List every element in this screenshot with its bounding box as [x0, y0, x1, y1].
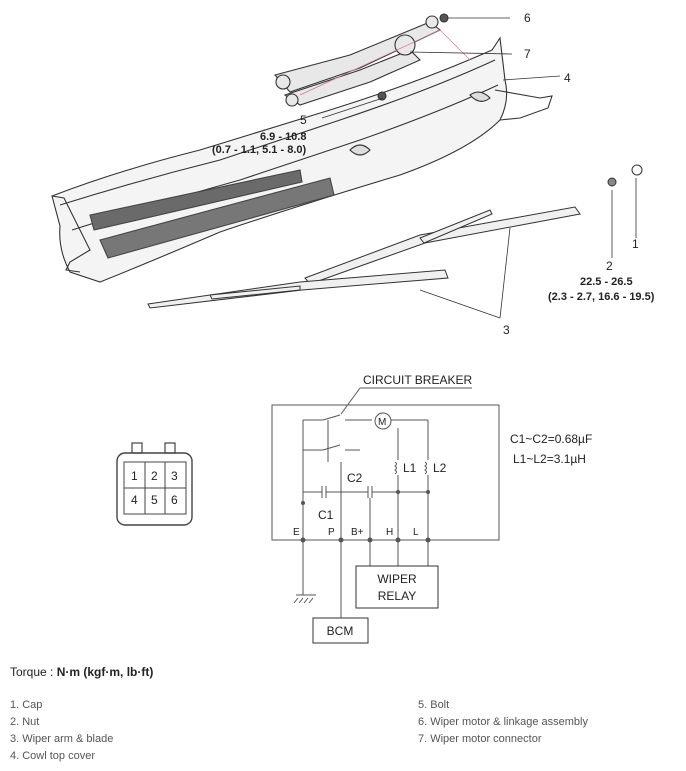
cowl-top-cover — [51, 36, 553, 283]
callout-1: 1 — [632, 237, 639, 251]
inductance-spec: L1~L2=3.1µH — [513, 452, 586, 466]
parts-legend-left: 1. Cap 2. Nut 3. Wiper arm & blade 4. Co… — [10, 697, 113, 765]
wiper-relay-label-2: RELAY — [378, 589, 416, 603]
callout-6: 6 — [524, 11, 531, 25]
legend-item: 4. Cowl top cover — [10, 750, 95, 762]
wiper-relay-label-1: WIPER — [377, 572, 417, 586]
connector-pin-6: 6 — [171, 493, 178, 507]
wiper-motor-schematic — [271, 387, 500, 644]
nut-icon — [607, 177, 617, 187]
callout-5: 5 — [300, 113, 307, 127]
schematic-dots — [300, 490, 431, 543]
connector-pin-2: 2 — [151, 469, 158, 483]
reference-lines — [299, 29, 471, 96]
pin-e-label: E — [293, 527, 300, 538]
bcm-label: BCM — [327, 624, 354, 638]
nut-torque-nm: 22.5 - 26.5 — [580, 276, 633, 288]
torque-prefix: Torque : — [10, 665, 57, 679]
cap-icon — [631, 164, 643, 176]
connector-pin-1: 1 — [131, 469, 138, 483]
legend-item: 3. Wiper arm & blade — [10, 733, 114, 745]
inductor-l2-label: L2 — [433, 461, 447, 475]
connector-face: 1 2 3 4 5 6 — [116, 442, 193, 526]
inductor-l1-label: L1 — [403, 461, 417, 475]
callout-2: 2 — [606, 259, 613, 273]
capacitor-c1-label: C1 — [318, 508, 334, 522]
legend-item: 7. Wiper motor connector — [418, 733, 542, 745]
callout-3: 3 — [503, 323, 510, 337]
capacitance-spec: C1~C2=0.68µF — [510, 432, 592, 446]
connector-pin-4: 4 — [131, 493, 138, 507]
connector-pin-5: 5 — [151, 493, 158, 507]
torque-unit-line: Torque : N·m (kgf·m, lb·ft) — [10, 665, 153, 679]
pin-l-label: L — [413, 527, 419, 538]
callout-7: 7 — [524, 47, 531, 61]
legend-item: 2. Nut — [10, 716, 40, 728]
parts-legend-right: 5. Bolt 6. Wiper motor & linkage assembl… — [418, 697, 588, 748]
connector-pin-3: 3 — [171, 469, 178, 483]
wiper-motor-linkage — [273, 13, 449, 107]
pin-p-label: P — [328, 527, 335, 538]
pin-h-label: H — [386, 527, 393, 538]
circuit-breaker-label: CIRCUIT BREAKER — [363, 373, 472, 387]
legend-item: 6. Wiper motor & linkage assembly — [418, 716, 588, 728]
callout-4: 4 — [564, 71, 571, 85]
capacitor-c2-label: C2 — [347, 471, 363, 485]
pin-b-plus-label: B+ — [351, 527, 364, 538]
legend-item: 5. Bolt — [418, 699, 450, 711]
nut-torque-alt: (2.3 - 2.7, 16.6 - 19.5) — [548, 291, 655, 303]
bolt-torque-alt: (0.7 - 1.1, 5.1 - 8.0) — [212, 144, 306, 156]
torque-units: N·m (kgf·m, lb·ft) — [56, 665, 154, 679]
motor-symbol-label: M — [378, 417, 386, 428]
wiper-arm-blade — [147, 206, 581, 309]
bolt-torque-nm: 6.9 - 10.8 — [260, 131, 306, 143]
leader-lines — [321, 17, 637, 319]
legend-item: 1. Cap — [10, 699, 43, 711]
